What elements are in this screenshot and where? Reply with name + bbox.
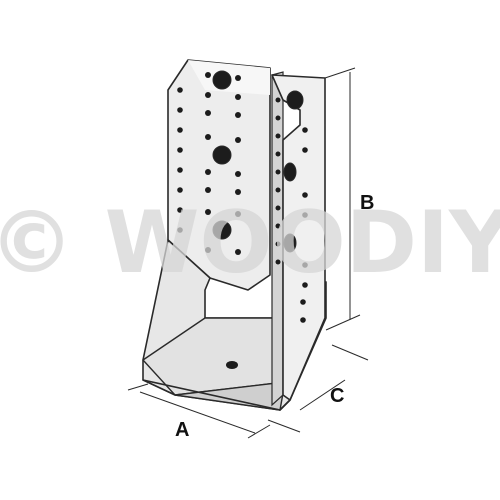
dimension-a xyxy=(127,383,271,439)
right-flange-large-holes xyxy=(283,90,304,253)
dimension-a-label: A xyxy=(175,419,189,441)
left-flange-nail-holes xyxy=(205,72,241,255)
dimension-b xyxy=(324,67,361,331)
right-flange-nail-holes xyxy=(275,97,308,323)
front-lower-edge xyxy=(142,379,291,411)
left-side-holes xyxy=(177,87,183,233)
left-flange-large-holes xyxy=(212,70,232,240)
seat-hole xyxy=(226,361,238,369)
dimension-b-label: B xyxy=(360,192,374,214)
watermark-text: © WOODIY xyxy=(0,193,500,293)
dimension-c-label: C xyxy=(330,385,344,407)
dimension-c xyxy=(267,344,369,433)
